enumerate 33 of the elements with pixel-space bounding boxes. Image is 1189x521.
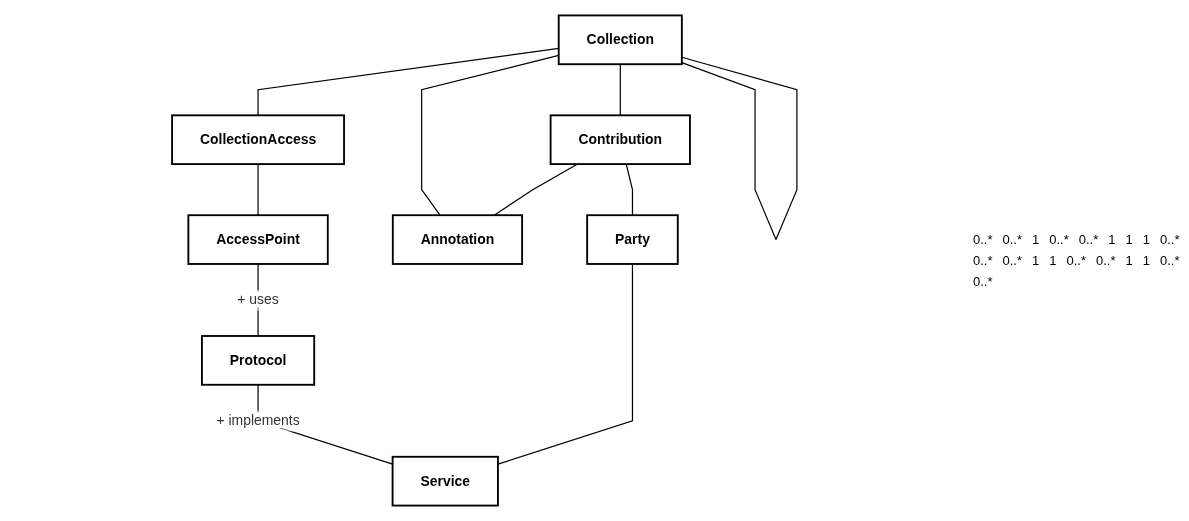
connector [619, 63, 621, 116]
multiplicity-label: 0..* [1002, 253, 1023, 268]
node-box: Collection [557, 14, 683, 66]
node-box: Service [391, 455, 499, 507]
multiplicity-label: 1 [1142, 253, 1150, 268]
multiplicity-label: 0..* [973, 253, 993, 268]
multiplicity-label: 0..* [1096, 253, 1116, 268]
connector [625, 163, 634, 216]
connector [497, 263, 634, 465]
multiplicity-label: 0..* [1160, 232, 1180, 247]
multiplicity-label: 0..* [1002, 232, 1023, 247]
edge-label: + uses [237, 291, 279, 308]
node-box: Party [586, 214, 679, 265]
multiplicity-label: 1 [1049, 253, 1057, 268]
edge-label: + implements [216, 412, 300, 428]
multiplicity-label: 1 [1125, 253, 1133, 268]
multiplicity-label: 0..* [1078, 232, 1099, 247]
multiplicity-label: 1 [1032, 232, 1040, 247]
node-box: CollectionAccess [171, 114, 345, 166]
node-box: Protocol [201, 335, 316, 386]
multiplicity-label: 0..* [973, 274, 993, 289]
node-box: Annotation [391, 214, 524, 265]
multiplicity-label: 1 [1125, 232, 1133, 247]
multiplicity-label: 1 [1032, 253, 1040, 268]
multiplicity-label: 0..* [1160, 253, 1180, 268]
multiplicity-label: 1 [1142, 232, 1150, 247]
connector [257, 163, 259, 216]
multiplicity-label: 1 [1108, 232, 1116, 247]
multiplicity-label: 0..* [973, 232, 993, 247]
node-box: Contribution [549, 114, 691, 166]
multiplicity-label: 0..* [1049, 232, 1069, 247]
node-box: AccessPoint [187, 214, 329, 265]
multiplicity-label: 0..* [1066, 253, 1086, 268]
